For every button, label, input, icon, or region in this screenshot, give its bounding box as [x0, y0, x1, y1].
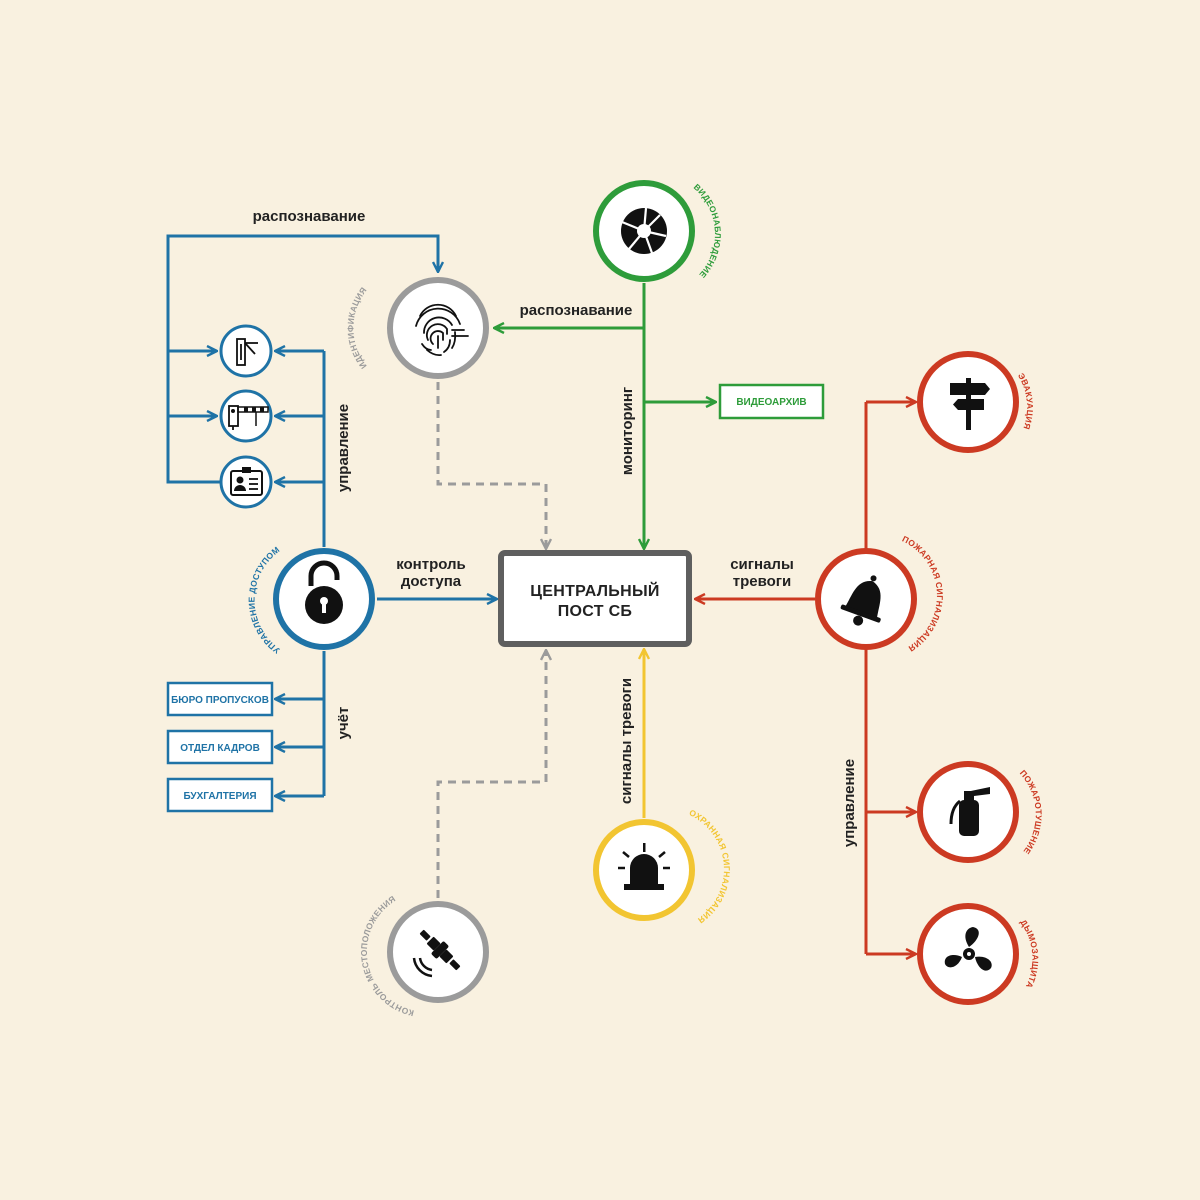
access-control-label-1: контроль — [396, 556, 466, 573]
alarm-signals-label-1: сигналы — [730, 556, 794, 573]
central-post-line2: ПОСТ СБ — [558, 603, 632, 620]
alarm-signals-bottom-label: сигналы тревоги — [618, 678, 635, 804]
access-connectors — [166, 234, 497, 796]
svg-text:ДЫМОЗАЩИТА: ДЫМОЗАЩИТА — [1018, 918, 1040, 990]
camera-aperture-icon — [621, 207, 667, 254]
siren-icon — [618, 843, 670, 890]
identification-ring-label: ИДЕНТИФИКАЦИЯ — [345, 285, 368, 371]
pass-office-label: БЮРО ПРОПУСКОВ — [171, 695, 269, 706]
ident-to-center-arrow — [436, 382, 546, 549]
control-right-label: управление — [841, 759, 858, 847]
video-archive-box: ВИДЕОАРХИВ — [718, 383, 825, 420]
turnstile-icon — [236, 338, 258, 366]
video-node: ВИДЕОНАБЛЮДЕНИЕ — [593, 180, 723, 282]
hr-department-box: ОТДЕЛ КАДРОВ — [166, 729, 274, 765]
svg-text:ВИДЕОНАБЛЮДЕНИЕ: ВИДЕОНАБЛЮДЕНИЕ — [692, 182, 723, 280]
access-control-node: УПРАВЛЕНИЕ ДОСТУПОМ — [247, 544, 375, 656]
svg-text:ПОЖАРОТУШЕНИЕ: ПОЖАРОТУШЕНИЕ — [1018, 768, 1044, 856]
accounting-left-label: учёт — [335, 707, 352, 740]
recognition-loop — [166, 234, 438, 484]
evacuation-node: ЭВАКУАЦИЯ — [917, 351, 1035, 453]
svg-text:ИДЕНТИФИКАЦИЯ: ИДЕНТИФИКАЦИЯ — [345, 285, 368, 371]
smoke-protection-node: ДЫМОЗАЩИТА — [917, 903, 1040, 1005]
video-archive-label: ВИДЕОАРХИВ — [736, 397, 806, 408]
access-control-label-2: доступа — [401, 573, 462, 590]
video-connectors — [494, 283, 716, 549]
fingerprint-icon — [415, 303, 469, 357]
padlock-icon — [305, 560, 343, 624]
signpost-icon — [950, 378, 990, 430]
fan-icon — [944, 927, 992, 971]
identification-node: ИДЕНТИФИКАЦИЯ — [345, 277, 489, 379]
security-alarm-node: ОХРАННАЯ СИГНАЛИЗАЦИЯ — [593, 807, 732, 926]
hr-department-label: ОТДЕЛ КАДРОВ — [180, 743, 260, 754]
control-left-label: управление — [335, 404, 352, 492]
fire-alarm-node: ПОЖАРНАЯ СИГНАЛИЗАЦИЯ — [815, 534, 945, 654]
location-control-node: КОНТРОЛЬ МЕСТОПОЛОЖЕНИЯ — [359, 894, 489, 1018]
accounting-box: БУХГАЛТЕРИЯ — [166, 777, 274, 813]
extinguishing-node: ПОЖАРОТУШЕНИЕ — [917, 761, 1044, 863]
fire-connectors — [695, 402, 916, 954]
alarm-signals-label-2: тревоги — [733, 573, 792, 590]
satellite-icon — [412, 929, 461, 978]
gray-connectors — [436, 382, 546, 898]
video-ring-label: ВИДЕОНАБЛЮДЕНИЕ — [692, 182, 723, 280]
recognition-top-label: распознавание — [253, 208, 366, 225]
smoke-ring-label: ДЫМОЗАЩИТА — [1018, 918, 1040, 990]
monitoring-label: мониторинг — [619, 387, 636, 475]
id-badge-icon — [230, 467, 263, 496]
barrier-gate-icon — [228, 405, 269, 430]
turnstile-node — [219, 324, 273, 378]
badge-node — [219, 455, 273, 509]
recognition-video-label: распознавание — [520, 302, 633, 319]
barrier-node — [219, 389, 273, 443]
pass-office-box: БЮРО ПРОПУСКОВ — [166, 681, 274, 717]
fire-extinguisher-icon — [949, 787, 990, 836]
location-to-center-arrow — [436, 650, 546, 898]
extinguishing-ring-label: ПОЖАРОТУШЕНИЕ — [1018, 768, 1044, 856]
bell-icon — [840, 575, 881, 626]
central-post-line1: ЦЕНТРАЛЬНЫЙ — [530, 581, 659, 600]
accounting-label: БУХГАЛТЕРИЯ — [183, 791, 256, 802]
central-post: ЦЕНТРАЛЬНЫЙ ПОСТ СБ — [498, 550, 692, 647]
